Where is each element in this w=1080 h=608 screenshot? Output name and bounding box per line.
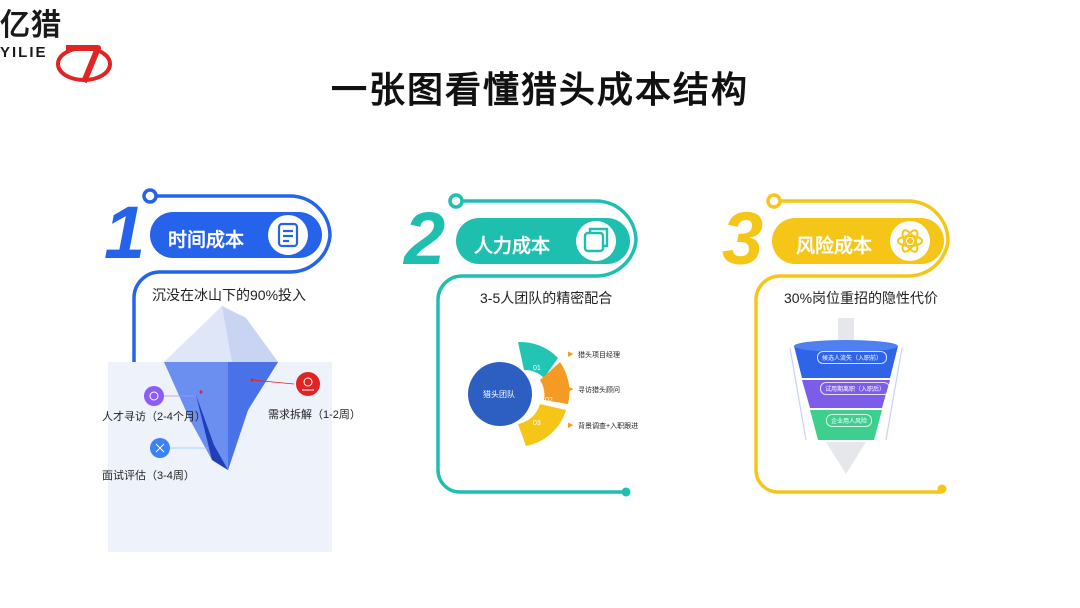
funnel-level-1: 候选人流失（入职前） — [817, 351, 888, 364]
funnel-level-2: 试用期离职（入职后） — [820, 382, 891, 395]
segment-01: 01 — [533, 365, 541, 372]
squares-icon — [583, 227, 609, 253]
card3-number: 3 — [722, 197, 764, 280]
card1-label: 时间成本 — [168, 230, 245, 251]
card2-number: 2 — [404, 197, 446, 280]
iceberg-illustration — [164, 306, 278, 470]
bullet-icon: ▶ — [568, 351, 574, 358]
card3-subtitle: 30%岗位重招的隐性代价 — [784, 290, 939, 306]
demand-icon — [296, 372, 320, 396]
brand-logo-icon — [56, 45, 112, 84]
card2-frame — [436, 193, 638, 494]
team-role-1: 猎头项目经理 — [578, 352, 620, 359]
search-talent-icon — [144, 386, 164, 406]
card3-end-dot — [937, 484, 947, 494]
page-title: 一张图看懂猎头成本结构 — [330, 69, 749, 110]
segment-02: 02 — [545, 397, 553, 404]
brand-name-en: YILIE — [0, 44, 48, 61]
card2-end-dot — [621, 487, 631, 497]
funnel-diagram — [789, 318, 903, 474]
card1-item-3: 面试评估（3-4周） — [102, 470, 195, 482]
bullet-icon: ▶ — [568, 422, 574, 429]
card2-icon-bg — [576, 221, 616, 261]
team-center-label: 猎头团队 — [483, 390, 515, 399]
card1-subtitle: 沉没在冰山下的90%投入 — [152, 287, 307, 303]
brand-name: 亿猎 — [0, 9, 62, 42]
document-icon — [277, 222, 299, 248]
card3-frame — [754, 193, 950, 494]
bullet-icon: ▶ — [568, 386, 574, 393]
card1-item-1: 人才寻访（2-4个月） — [102, 411, 206, 423]
atom-icon — [897, 229, 923, 253]
team-diagram — [468, 341, 570, 446]
funnel-level-3: 企业用人风险 — [826, 414, 873, 427]
card3-label: 风险成本 — [796, 236, 873, 257]
team-role-3: 背景调查+入职跟进 — [578, 423, 639, 430]
card2-subtitle: 3-5人团队的精密配合 — [480, 290, 613, 306]
segment-03: 03 — [533, 420, 541, 427]
team-role-2: 寻访猎头顾问 — [578, 387, 620, 394]
card1-item-2: 需求拆解（1-2周） — [268, 409, 361, 421]
card1-number: 1 — [104, 191, 146, 274]
card2-label: 人力成本 — [474, 236, 551, 257]
